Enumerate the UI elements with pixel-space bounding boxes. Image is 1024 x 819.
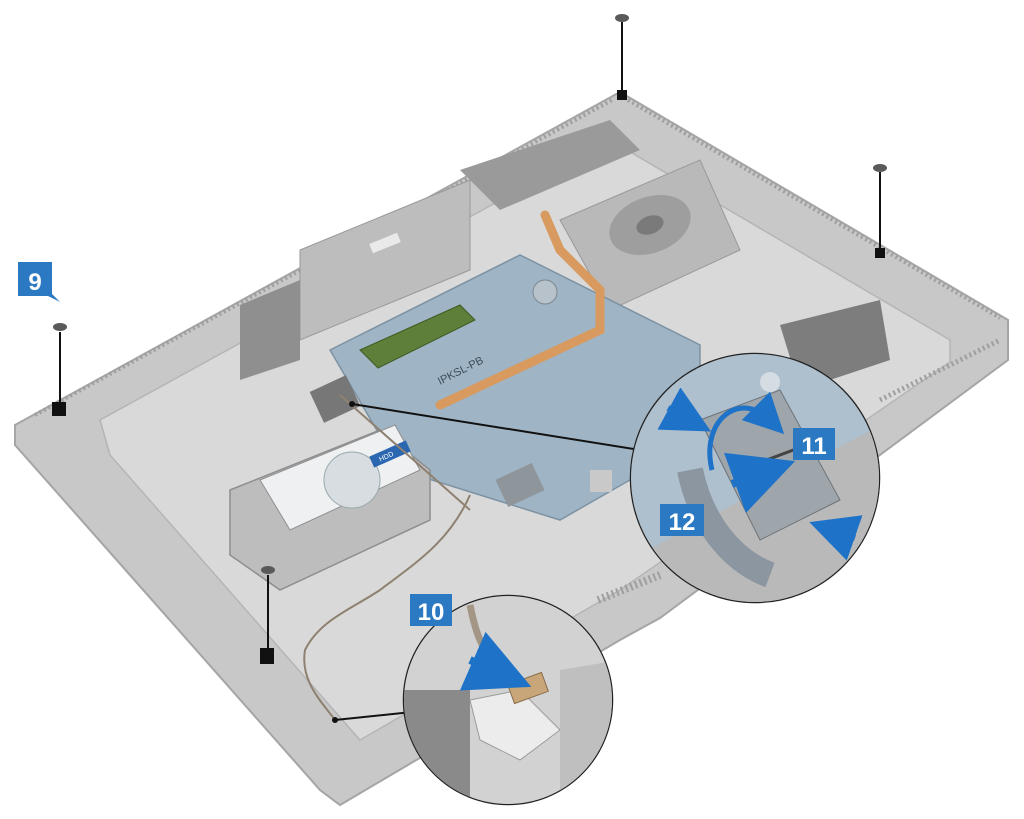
release-arrow-icon	[657, 387, 712, 432]
screw-icon	[873, 164, 887, 258]
step-badge-9: 9	[18, 262, 60, 302]
speaker-bracket	[240, 120, 890, 390]
leader-line-cable-connector	[334, 711, 413, 721]
step-arrow-icon	[459, 631, 532, 691]
display-cable-connector	[309, 375, 361, 423]
step-number-9: 9	[28, 269, 41, 296]
coin-cell-battery	[532, 279, 558, 305]
step-badge-10: 10	[410, 594, 452, 626]
system-board: IPKSL-PB	[309, 210, 701, 521]
screw-icon	[260, 566, 275, 664]
cable-routing	[303, 394, 471, 721]
system-fan	[559, 159, 741, 311]
step-arrow-icon	[723, 452, 796, 514]
step-badge-12: 12	[660, 504, 704, 536]
screw-icon	[52, 323, 67, 416]
release-arrow-icon	[809, 515, 863, 561]
step-number-11: 11	[801, 433, 826, 460]
callout-display-cable	[629, 352, 881, 604]
step-number-10: 10	[418, 599, 445, 626]
rotate-arrow-icon	[707, 391, 785, 471]
hard-drive-assembly: HDD	[229, 424, 431, 591]
screw-group	[52, 14, 887, 664]
callout-cable-connector	[402, 594, 614, 806]
step-badge-11: 11	[793, 428, 835, 460]
step-number-12: 12	[669, 509, 696, 536]
screw-icon	[615, 14, 629, 100]
leader-line-display-connector	[351, 403, 641, 451]
